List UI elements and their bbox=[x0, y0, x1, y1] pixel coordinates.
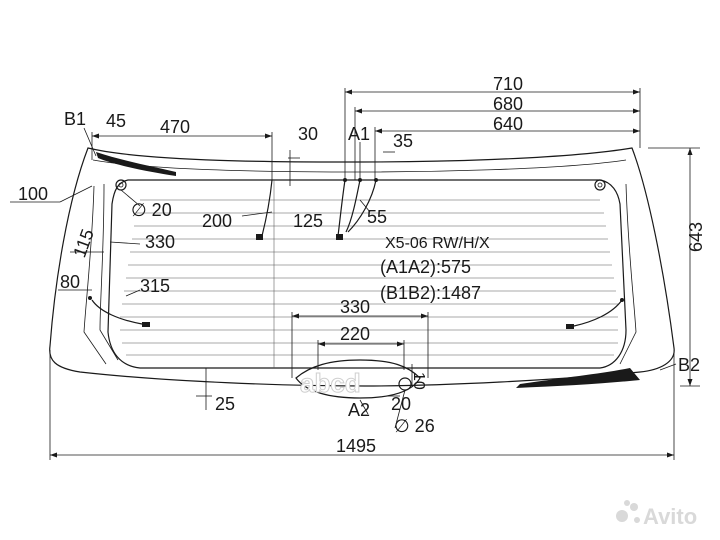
dim-100: 100 bbox=[18, 184, 48, 204]
dimension-labels: 710 680 640 B1 45 470 30 A1 35 100 ∅ 20 … bbox=[18, 74, 706, 456]
wires bbox=[88, 178, 624, 329]
dim-55: 55 bbox=[367, 207, 387, 227]
dim-470: 470 bbox=[160, 117, 190, 137]
label-b1: B1 bbox=[64, 109, 86, 129]
heater-grid bbox=[83, 179, 637, 369]
diameter-20: ∅ 20 bbox=[131, 200, 172, 220]
watermark-text-left: abcd bbox=[300, 368, 361, 398]
glass-outline bbox=[49, 147, 675, 387]
dim-220: 220 bbox=[340, 324, 370, 344]
dim-200: 200 bbox=[202, 211, 232, 231]
a1a2-distance: (A1A2):575 bbox=[380, 257, 471, 277]
dim-80: 80 bbox=[60, 272, 80, 292]
b1b2-distance: (B1B2):1487 bbox=[380, 283, 481, 303]
arrowheads bbox=[50, 89, 693, 458]
label-a2: A2 bbox=[348, 400, 370, 420]
part-info: X5-06 RW/H/X (A1A2):575 (B1B2):1487 bbox=[380, 235, 490, 303]
label-b2: B2 bbox=[678, 355, 700, 375]
model-code: X5-06 RW/H/X bbox=[385, 235, 490, 252]
dim-710: 710 bbox=[493, 74, 523, 94]
ceramic-band bbox=[96, 152, 640, 388]
dim-30: 30 bbox=[298, 124, 318, 144]
dim-35: 35 bbox=[393, 131, 413, 151]
dim-20: 20 bbox=[391, 394, 411, 414]
dim-315: 315 bbox=[140, 276, 170, 296]
dim-115: 115 bbox=[69, 226, 98, 260]
dim-125: 125 bbox=[293, 211, 323, 231]
dim-330-left: 330 bbox=[145, 232, 175, 252]
diameter-26: ∅ 26 bbox=[394, 416, 435, 436]
dim-25: 25 bbox=[215, 394, 235, 414]
avito-logo-icon bbox=[616, 500, 640, 523]
dim-1495: 1495 bbox=[336, 436, 376, 456]
dim-330-bottom: 330 bbox=[340, 297, 370, 317]
watermark: abcd Avito bbox=[300, 368, 698, 530]
dim-680: 680 bbox=[493, 94, 523, 114]
watermark-text-avito: Avito bbox=[643, 504, 697, 529]
dimension-lines bbox=[10, 88, 700, 460]
dim-640: 640 bbox=[493, 114, 523, 134]
dim-45: 45 bbox=[106, 111, 126, 131]
dim-643: 643 bbox=[686, 222, 706, 252]
dim-10: 10 bbox=[410, 372, 427, 390]
label-a1: A1 bbox=[348, 124, 370, 144]
